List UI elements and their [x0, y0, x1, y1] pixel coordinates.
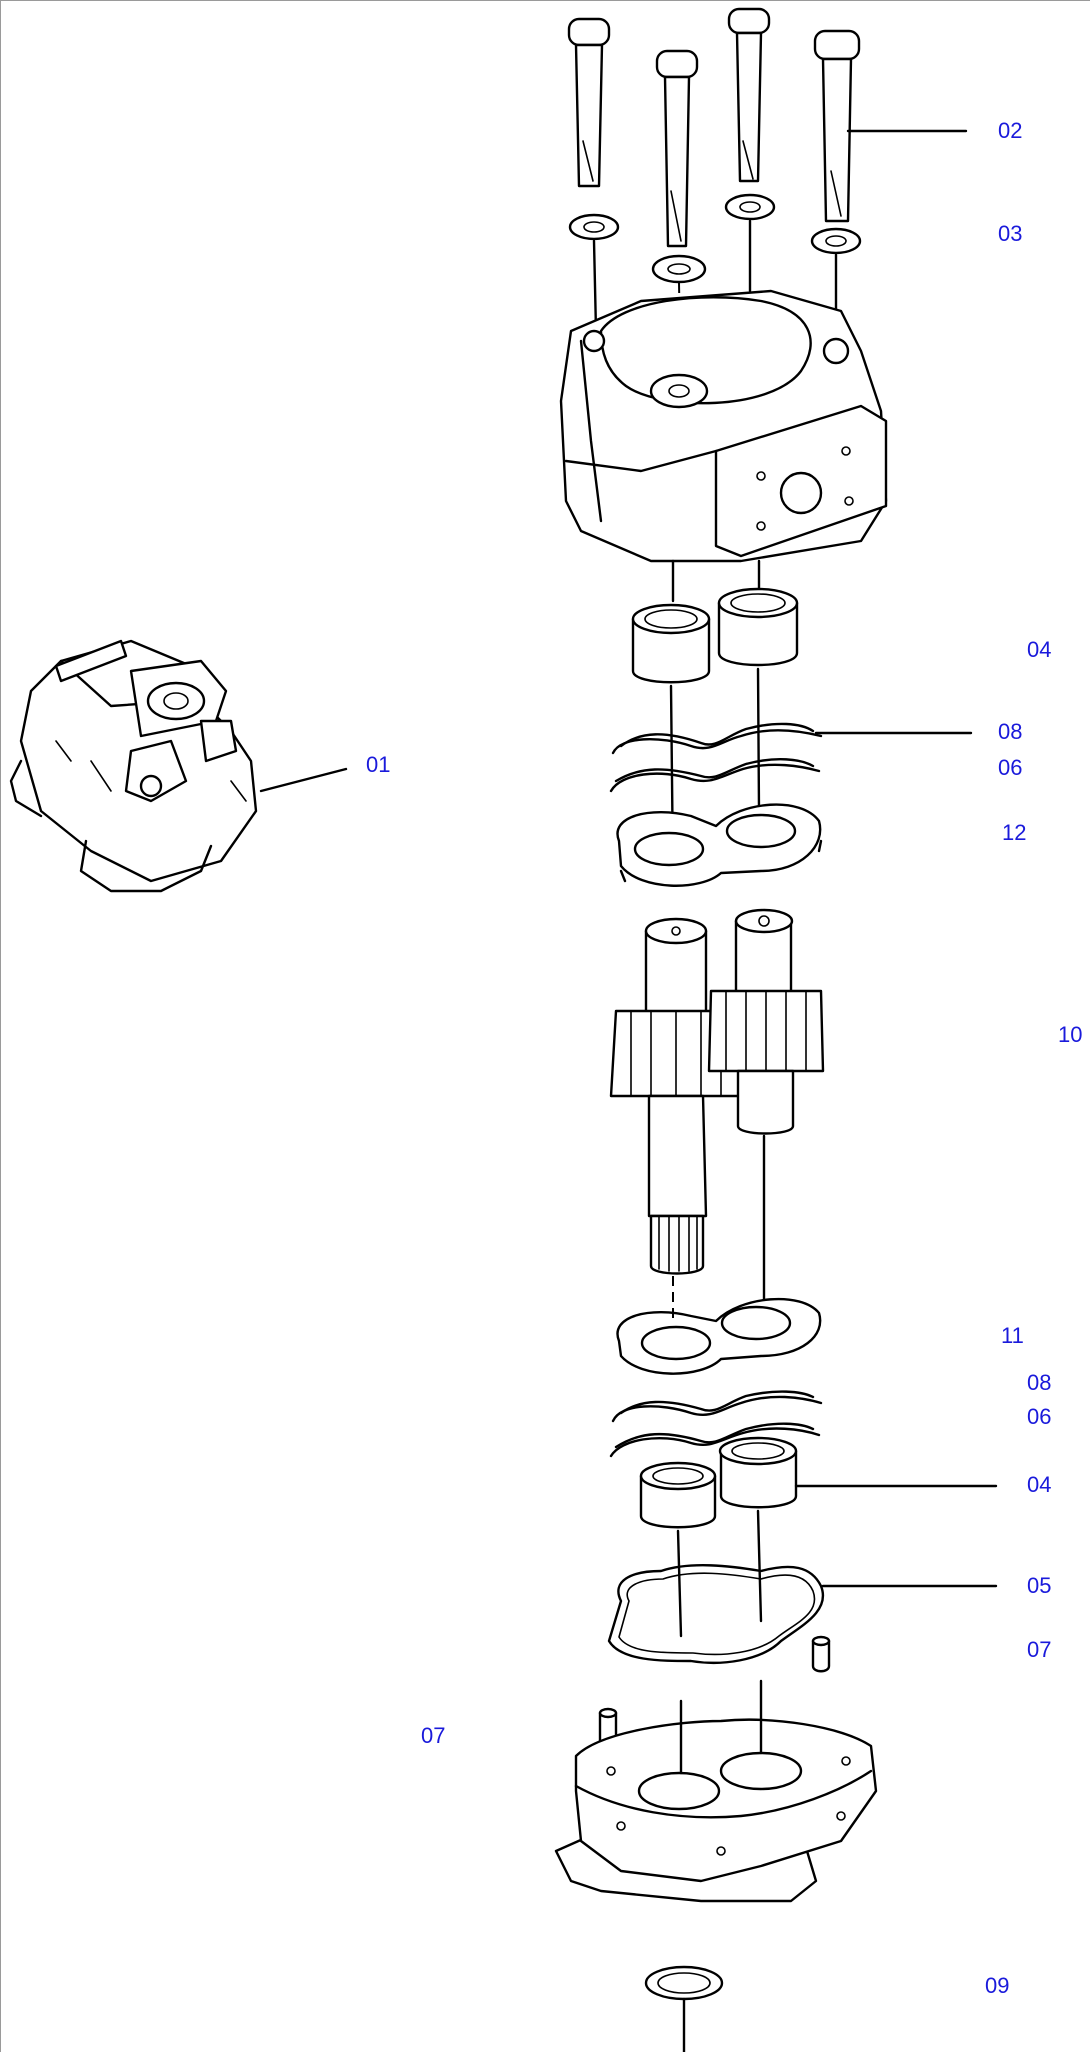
upper-seal-rings	[609, 722, 973, 793]
callout-12[interactable]: 12	[1002, 820, 1027, 845]
callout-05[interactable]: 05	[1027, 1573, 1052, 1598]
pump-cover-housing	[559, 289, 888, 603]
pump-assembly-thumbnail	[9, 639, 348, 893]
shaft-seal	[644, 1965, 724, 2052]
callout-08-lower[interactable]: 08	[1027, 1370, 1052, 1395]
gasket-seal	[607, 1564, 998, 1664]
bolts	[567, 7, 968, 248]
pump-base-housing	[554, 1679, 878, 1903]
callout-07-left[interactable]: 07	[421, 1723, 446, 1748]
gear-shafts	[609, 908, 825, 1318]
upper-needle-bearings	[631, 587, 799, 873]
callout-07-right[interactable]: 07	[1027, 1637, 1052, 1662]
callout-06-upper[interactable]: 06	[998, 755, 1023, 780]
callout-04-lower[interactable]: 04	[1027, 1472, 1052, 1497]
callout-06-lower[interactable]: 06	[1027, 1404, 1052, 1429]
lower-seal-rings	[609, 1390, 823, 1458]
callout-03[interactable]: 03	[998, 221, 1023, 246]
upper-bearing-plate	[616, 803, 823, 887]
lower-bearing-plate	[616, 1276, 822, 1375]
callout-09[interactable]: 09	[985, 1973, 1010, 1998]
callout-04-upper[interactable]: 04	[1027, 637, 1052, 662]
washers	[568, 193, 862, 392]
callout-11[interactable]: 11	[1001, 1323, 1024, 1348]
callout-02[interactable]: 02	[998, 118, 1023, 143]
callout-08-upper[interactable]: 08	[998, 719, 1023, 744]
lower-needle-bearings	[639, 1436, 998, 1638]
callout-10[interactable]: 10	[1058, 1022, 1083, 1047]
callout-01[interactable]: 01	[366, 752, 391, 777]
